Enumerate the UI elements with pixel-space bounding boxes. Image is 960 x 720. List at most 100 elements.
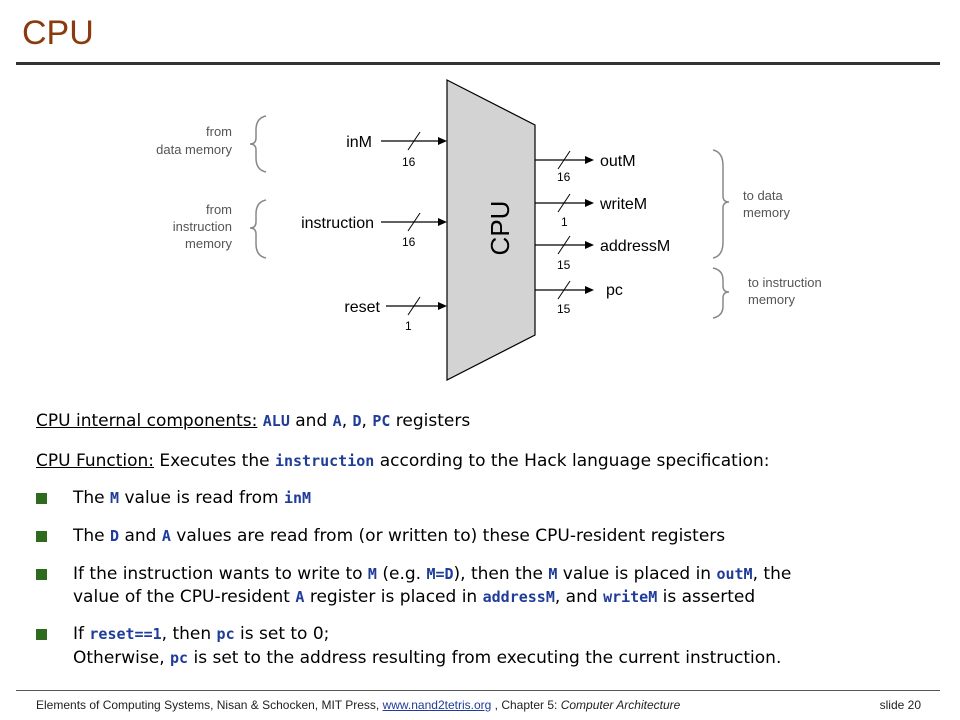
output-addressM: addressM 15 <box>535 235 670 272</box>
text-fragment: value of the CPU-resident <box>73 587 296 607</box>
note-from-instruction-memory-line2: instruction <box>173 219 232 234</box>
code-inm: inM <box>283 489 312 507</box>
brace-from-data-memory <box>249 115 267 173</box>
text-fragment: The <box>73 488 111 508</box>
footer: Elements of Computing Systems, Nisan & S… <box>36 698 921 712</box>
input-reset-width: 1 <box>405 319 412 333</box>
bullet-square <box>36 569 47 580</box>
brace-to-data-memory <box>712 149 730 259</box>
text-fragment: Executes the <box>154 451 275 471</box>
code-outm: outM <box>716 565 753 583</box>
title-divider <box>16 62 940 65</box>
text-fragment: If the instruction wants to write to <box>73 564 368 584</box>
footer-divider <box>16 690 940 691</box>
footer-website-link[interactable]: www.nand2tetris.org <box>382 698 492 712</box>
output-outM-width: 16 <box>557 170 571 184</box>
bullet-3-text-line2: value of the CPU-resident A register is … <box>73 586 755 608</box>
input-instruction-label: instruction <box>301 215 374 232</box>
text-fragment: ), then the <box>453 564 549 584</box>
note-to-data-memory-line2: memory <box>743 205 790 220</box>
internal-components-line: CPU internal components: ALU and A, D, P… <box>36 410 470 432</box>
input-instruction-width: 16 <box>402 235 416 249</box>
text-and: and <box>289 411 333 431</box>
output-writeM-width: 1 <box>561 215 568 229</box>
note-to-instruction-memory: to instruction memory <box>748 275 822 307</box>
text-fragment: value is placed in <box>557 564 717 584</box>
code-reset-eq-1: reset==1 <box>89 625 162 643</box>
text-comma: , <box>341 411 353 431</box>
note-to-data-memory: to data memory <box>743 188 790 220</box>
text-fragment: and <box>119 526 162 546</box>
slide-title: CPU <box>22 14 94 52</box>
text-fragment: (e.g. <box>376 564 427 584</box>
input-instruction: instruction 16 <box>301 212 447 249</box>
text-fragment: register is placed in <box>304 587 483 607</box>
input-inM: inM 16 <box>346 131 447 169</box>
internal-components-label: CPU internal components: <box>36 411 258 431</box>
code-pc: pc <box>170 649 189 667</box>
output-pc-label: pc <box>606 282 623 299</box>
text-fragment: , the <box>752 564 792 584</box>
cpu-diagram: CPU inM 16 instruction 16 reset 1 outM 1… <box>156 79 822 381</box>
text-fragment: , then <box>161 624 217 644</box>
note-from-instruction-memory-line3: memory <box>185 236 232 251</box>
note-from-instruction-memory: from instruction memory <box>173 202 233 251</box>
note-from-data-memory-line1: from <box>206 124 232 139</box>
text-fragment: is set to 0; <box>234 624 330 644</box>
cpu-chip-label: CPU <box>485 201 515 256</box>
text-fragment: , and <box>554 587 604 607</box>
bullet-square <box>36 493 47 504</box>
output-outM-label: outM <box>600 153 636 170</box>
code-alu: ALU <box>262 412 290 430</box>
slide-number: slide 20 <box>879 698 921 712</box>
code-pc: PC <box>372 412 391 430</box>
output-pc-width: 15 <box>557 302 571 316</box>
note-to-data-memory-line1: to data <box>743 188 784 203</box>
code-writem: writeM <box>603 588 658 606</box>
code-a: A <box>332 412 342 430</box>
code-m: M <box>548 565 558 583</box>
footer-chapter-prefix: , Chapter 5: <box>491 698 561 712</box>
note-to-instruction-memory-line2: memory <box>748 292 795 307</box>
bullet-2-text: The D and A values are read from (or wri… <box>73 525 725 547</box>
code-a: A <box>295 588 305 606</box>
bullet-square <box>36 629 47 640</box>
code-m-eq-d: M=D <box>426 565 454 583</box>
text-fragment: The <box>73 526 111 546</box>
note-from-data-memory-line2: data memory <box>156 142 232 157</box>
input-inM-width: 16 <box>402 155 416 169</box>
cpu-chip <box>446 79 536 381</box>
brace-from-instruction-memory <box>249 199 267 259</box>
text-fragment: is asserted <box>657 587 756 607</box>
input-inM-label: inM <box>346 134 372 151</box>
note-from-data-memory: from data memory <box>156 124 232 157</box>
output-writeM: writeM 1 <box>535 193 647 229</box>
text-fragment: is set to the address resulting from exe… <box>188 648 782 668</box>
code-d: D <box>352 412 362 430</box>
text-fragment: according to the Hack language specifica… <box>374 451 770 471</box>
output-pc: pc 15 <box>535 280 623 316</box>
output-addressM-label: addressM <box>600 238 670 255</box>
code-addressm: addressM <box>482 588 555 606</box>
brace-to-instruction-memory <box>712 267 730 319</box>
footer-chapter-title: Computer Architecture <box>560 698 681 712</box>
output-outM: outM 16 <box>535 150 636 184</box>
text-fragment: value is read from <box>119 488 284 508</box>
bullet-4-text-line1: If reset==1, then pc is set to 0; <box>73 623 329 645</box>
footer-citation: Elements of Computing Systems, Nisan & S… <box>36 698 383 712</box>
code-pc: pc <box>216 625 235 643</box>
text-registers: registers <box>390 411 471 431</box>
code-a: A <box>161 527 171 545</box>
bullet-1-text: The M value is read from inM <box>73 487 311 509</box>
code-instruction: instruction <box>274 452 375 470</box>
output-addressM-width: 15 <box>557 258 571 272</box>
input-reset: reset 1 <box>344 296 447 333</box>
text-fragment: values are read from (or written to) the… <box>170 526 726 546</box>
text-fragment: If <box>73 624 90 644</box>
text-fragment: Otherwise, <box>73 648 171 668</box>
bullet-square <box>36 531 47 542</box>
bullet-4-text-line2: Otherwise, pc is set to the address resu… <box>73 647 781 669</box>
cpu-function-line: CPU Function: Executes the instruction a… <box>36 450 769 472</box>
code-m: M <box>367 565 377 583</box>
note-from-instruction-memory-line1: from <box>206 202 232 217</box>
